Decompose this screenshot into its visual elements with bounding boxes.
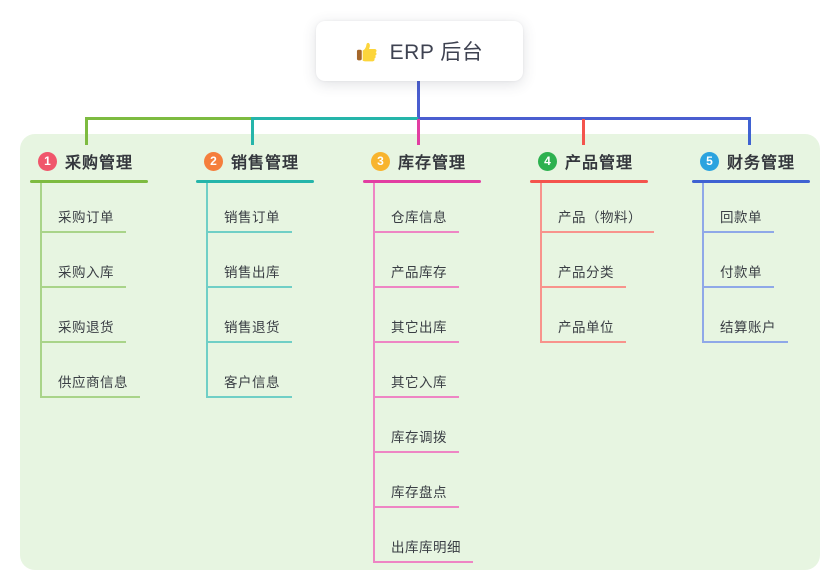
branch-label: 销售管理 (231, 155, 300, 172)
connector-horizontal-middle (251, 117, 418, 120)
connector-drop-branch-4 (582, 119, 585, 145)
child-row: 库存调拨 (375, 398, 488, 453)
child-row: 销售出库 (208, 233, 321, 288)
child-row: 产品分类 (542, 233, 655, 288)
branch-column: 2 销售管理 销售订单 销售出库 销售退货 客户信息 (196, 146, 321, 398)
child-row: 库存盘点 (375, 453, 488, 508)
child-node[interactable]: 结算账户 (704, 316, 788, 343)
branch-children: 仓库信息 产品库存 其它出库 其它入库 库存调拨 库存盘点 出库库明细 (373, 183, 488, 563)
branches-panel (20, 134, 820, 570)
child-node[interactable]: 产品单位 (542, 316, 626, 343)
branch-column: 5 财务管理 回款单 付款单 结算账户 (692, 146, 817, 343)
branch-children: 销售订单 销售出库 销售退货 客户信息 (206, 183, 321, 398)
branch-number-badge: 3 (371, 151, 390, 171)
child-node[interactable]: 库存调拨 (375, 426, 459, 453)
branch-children: 回款单 付款单 结算账户 (702, 183, 817, 343)
child-node[interactable]: 其它入库 (375, 371, 459, 398)
branch-header-node[interactable]: 3 库存管理 (363, 146, 488, 180)
child-node[interactable]: 其它出库 (375, 316, 459, 343)
branch-underline (363, 180, 481, 183)
branch-underline (196, 180, 314, 183)
branch-header-node[interactable]: 4 产品管理 (530, 146, 655, 180)
branch-children: 采购订单 采购入库 采购退货 供应商信息 (40, 183, 155, 398)
child-node[interactable]: 采购退货 (42, 316, 126, 343)
connector-drop-branch-2 (251, 117, 254, 145)
child-node[interactable]: 出库库明细 (375, 536, 473, 563)
branch-underline (30, 180, 148, 183)
branch-label: 产品管理 (565, 155, 634, 172)
child-row: 采购退货 (42, 288, 155, 343)
connector-drop-branch-3 (417, 119, 420, 145)
child-row: 出库库明细 (375, 508, 488, 563)
child-row: 仓库信息 (375, 183, 488, 233)
branch-number-badge: 4 (538, 151, 557, 171)
child-row: 付款单 (704, 233, 817, 288)
branch-header-node[interactable]: 1 采购管理 (30, 146, 155, 180)
branch-column: 1 采购管理 采购订单 采购入库 采购退货 供应商信息 (30, 146, 155, 398)
child-row: 其它出库 (375, 288, 488, 343)
child-node[interactable]: 仓库信息 (375, 206, 459, 233)
connector-drop-branch-1 (85, 117, 88, 145)
child-node[interactable]: 销售订单 (208, 206, 292, 233)
root-node[interactable]: ERP 后台 (316, 21, 523, 81)
child-row: 客户信息 (208, 343, 321, 398)
branch-column: 3 库存管理 仓库信息 产品库存 其它出库 其它入库 库存调拨 库存盘点 出库库… (363, 146, 488, 563)
child-row: 其它入库 (375, 343, 488, 398)
branch-label: 财务管理 (727, 155, 796, 172)
branch-header-node[interactable]: 2 销售管理 (196, 146, 321, 180)
connector-root-vertical (417, 80, 420, 119)
branch-column: 4 产品管理 产品（物料） 产品分类 产品单位 (530, 146, 655, 343)
thumbs-up-icon (356, 40, 379, 63)
child-row: 结算账户 (704, 288, 817, 343)
child-row: 回款单 (704, 183, 817, 233)
branch-number-badge: 1 (38, 151, 57, 171)
child-node[interactable]: 销售退货 (208, 316, 292, 343)
child-row: 销售退货 (208, 288, 321, 343)
branch-number-badge: 2 (204, 151, 223, 171)
branch-children: 产品（物料） 产品分类 产品单位 (540, 183, 655, 343)
child-row: 产品单位 (542, 288, 655, 343)
child-node[interactable]: 采购入库 (42, 261, 126, 288)
child-row: 产品（物料） (542, 183, 655, 233)
child-row: 供应商信息 (42, 343, 155, 398)
child-row: 采购订单 (42, 183, 155, 233)
child-node[interactable]: 客户信息 (208, 371, 292, 398)
branch-label: 采购管理 (65, 155, 134, 172)
connector-horizontal-left (85, 117, 254, 120)
child-node[interactable]: 产品库存 (375, 261, 459, 288)
child-node[interactable]: 回款单 (704, 206, 774, 233)
connector-horizontal-right (418, 117, 751, 120)
child-node[interactable]: 产品分类 (542, 261, 626, 288)
child-node[interactable]: 销售出库 (208, 261, 292, 288)
branch-number-badge: 5 (700, 151, 719, 171)
child-node[interactable]: 供应商信息 (42, 371, 140, 398)
child-row: 销售订单 (208, 183, 321, 233)
child-node[interactable]: 产品（物料） (542, 206, 654, 233)
child-row: 采购入库 (42, 233, 155, 288)
root-title: ERP 后台 (389, 41, 484, 64)
connector-drop-branch-5 (748, 117, 751, 145)
child-node[interactable]: 库存盘点 (375, 481, 459, 508)
branch-underline (692, 180, 810, 183)
child-row: 产品库存 (375, 233, 488, 288)
branch-underline (530, 180, 648, 183)
child-node[interactable]: 付款单 (704, 261, 774, 288)
branch-label: 库存管理 (398, 155, 467, 172)
child-node[interactable]: 采购订单 (42, 206, 126, 233)
branch-header-node[interactable]: 5 财务管理 (692, 146, 817, 180)
